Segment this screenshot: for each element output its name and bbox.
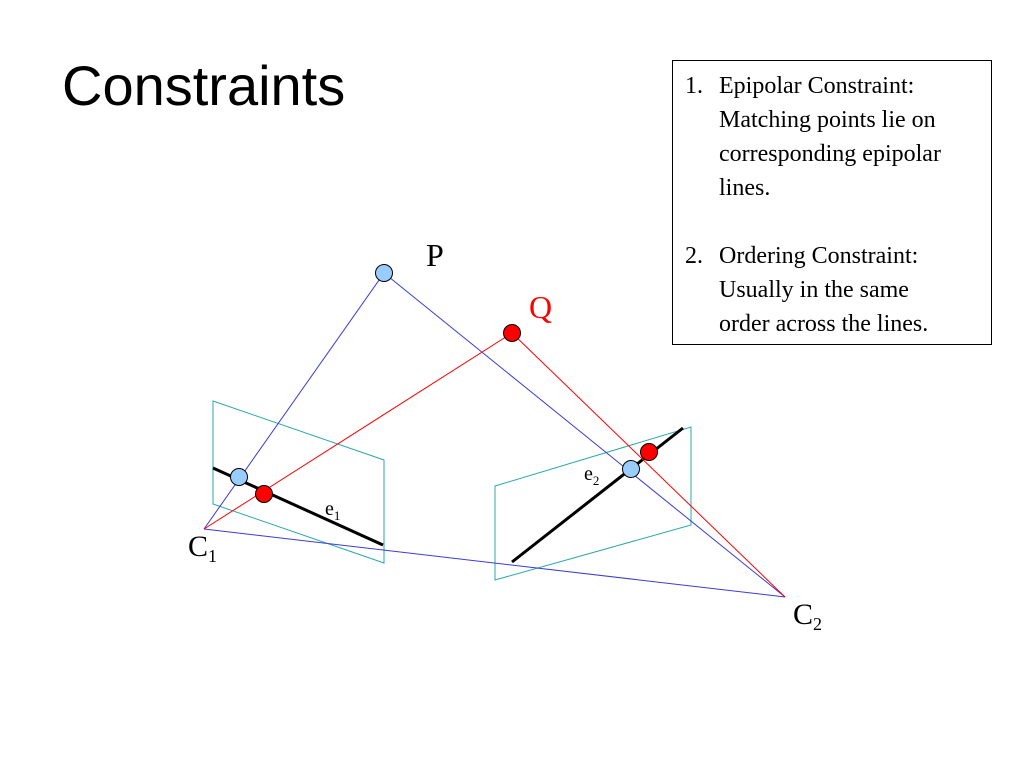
item-line: Matching points lie on (719, 107, 936, 133)
label-e2-main: e (584, 463, 593, 485)
label-c1-main: C (188, 530, 208, 563)
slide-title: Constraints (62, 54, 346, 117)
item-line: Epipolar Constraint: (719, 73, 915, 99)
right-epipolar-line (511, 426, 684, 564)
ray-c1-q (203, 332, 513, 530)
label-e1-sub: 1 (334, 508, 341, 523)
constraints-box: 1. Epipolar Constraint: Matching points … (672, 60, 992, 345)
ray-p-c2 (383, 272, 786, 598)
item-line: Ordering Constraint: (719, 243, 919, 269)
baseline (203, 528, 786, 598)
p-projection-left (230, 468, 248, 486)
item-line: corresponding epipolar (719, 141, 941, 167)
label-e1: e1 (325, 498, 340, 523)
label-c2-main: C (793, 598, 813, 631)
epipolar-constraint-item: 1. Epipolar Constraint: Matching points … (685, 69, 985, 205)
item-number: 2. (685, 243, 703, 269)
item-line: order across the lines. (719, 311, 929, 337)
q-projection-left (255, 485, 273, 503)
label-c2-sub: 2 (813, 614, 822, 634)
label-c1: C1 (188, 530, 217, 566)
point-p (375, 264, 393, 282)
q-projection-right (640, 443, 658, 461)
ordering-constraint-item: 2. Ordering Constraint: Usually in the s… (685, 239, 985, 341)
point-q (503, 324, 521, 342)
label-e2: e2 (584, 463, 599, 488)
right-image-plane (494, 426, 692, 581)
ray-q-c2 (511, 332, 786, 598)
item-line: lines. (719, 175, 771, 201)
label-e2-sub: 2 (593, 473, 600, 488)
p-projection-right (622, 460, 640, 478)
item-line: Usually in the same (719, 277, 909, 303)
label-c2: C2 (793, 598, 822, 634)
label-e1-main: e (325, 498, 334, 520)
label-c1-sub: 1 (208, 546, 217, 566)
left-image-plane (212, 400, 385, 564)
ray-c1-p (203, 272, 385, 530)
item-text: Ordering Constraint: Usually in the same… (719, 239, 985, 341)
label-p: P (426, 237, 444, 273)
item-text: Epipolar Constraint: Matching points lie… (719, 69, 985, 205)
label-q: Q (529, 289, 552, 325)
item-number: 1. (685, 73, 703, 99)
